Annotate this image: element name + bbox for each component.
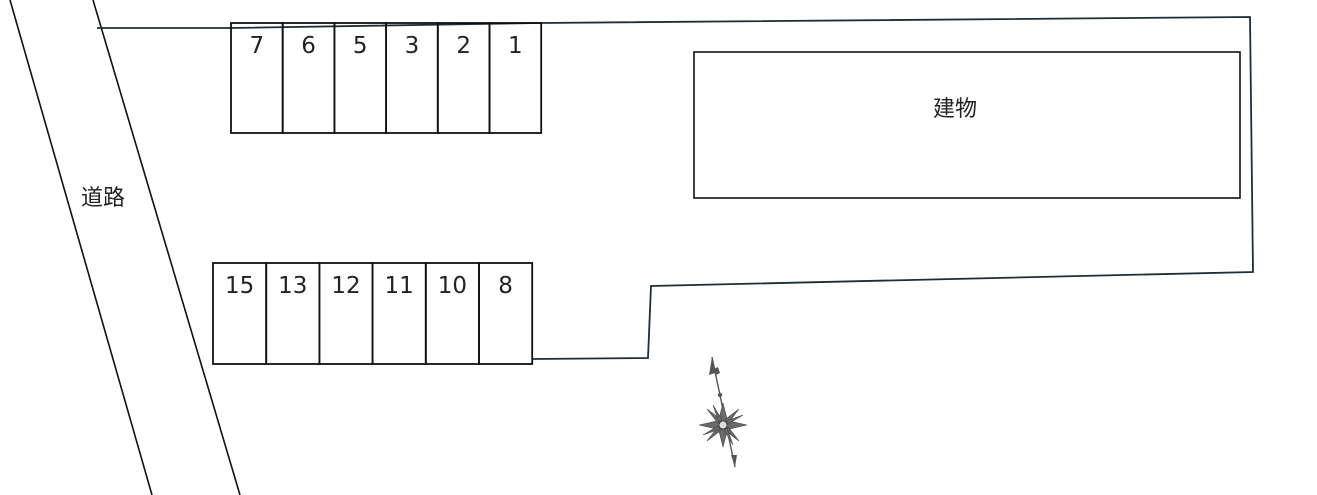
road-edge-left — [9, 0, 153, 495]
parking-row-top: 7 6 5 3 2 1 — [230, 22, 543, 134]
parking-slot-number: 7 — [250, 33, 265, 59]
parking-slot-number: 13 — [278, 273, 307, 299]
parking-slot-number: 11 — [385, 273, 414, 299]
parking-slot-number: 8 — [498, 273, 513, 299]
parking-slot-number: 15 — [225, 273, 254, 299]
parking-slot — [478, 262, 534, 365]
lot-boundary — [97, 16, 1254, 360]
parking-slot-number: 10 — [438, 273, 467, 299]
parking-slot-number: 12 — [331, 273, 360, 299]
parking-slot-number: 3 — [405, 33, 420, 59]
road: 道路 — [9, 0, 241, 495]
building-label: 建物 — [933, 97, 977, 122]
compass-rose-icon — [698, 356, 748, 468]
parking-slot-number: 1 — [508, 33, 523, 59]
building-outline — [693, 51, 1241, 199]
parking-slot-number: 5 — [353, 33, 368, 59]
parking-slot — [488, 22, 543, 134]
road-label: 道路 — [81, 186, 125, 211]
parking-row-bottom: 15 13 12 11 10 8 — [212, 262, 534, 365]
parking-slot-number: 6 — [301, 33, 316, 59]
road-edge-right — [92, 0, 241, 495]
building: 建物 — [693, 51, 1241, 199]
parking-slot-number: 2 — [456, 33, 471, 59]
